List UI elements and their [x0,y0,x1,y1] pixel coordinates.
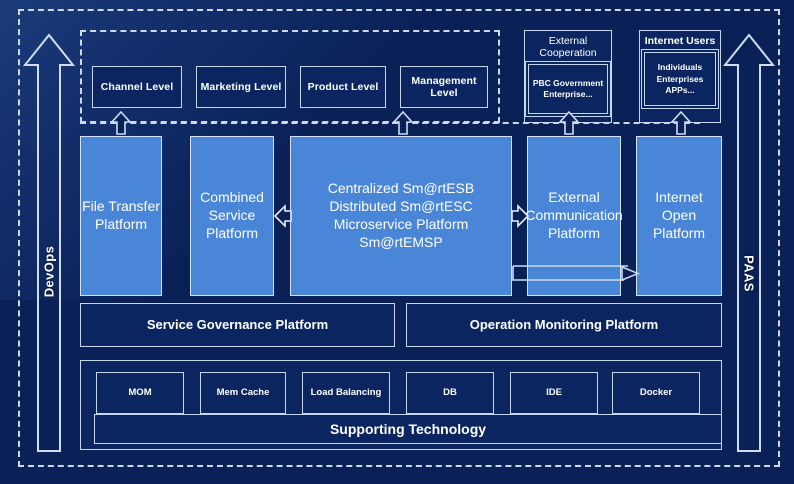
internet-users-inner: Individuals Enterprises APPs... [641,49,719,110]
up-arrow-icon [22,33,76,452]
tech-box-mom[interactable]: MOM [96,372,184,414]
platform-external-communication[interactable]: External Communication Platform [525,136,623,296]
internet-users-inner-label: Individuals Enterprises APPs... [656,62,704,95]
tech-label: IDE [546,386,562,398]
tech-box-mem-cache[interactable]: Mem Cache [200,372,286,414]
tech-label: Load Balancing [310,386,382,398]
flow-up-arrow-icon [110,111,132,135]
flow-right-arrow-icon [511,204,529,228]
supporting-technology-label: Supporting Technology [329,420,487,437]
platform-internet-open[interactable]: Internet Open Platform [636,136,722,296]
level-label: Management Level [411,74,477,99]
tech-label: Mem Cache [216,386,270,398]
external-cooperation-inner: PBC Government Enterprise... [525,61,611,118]
level-box-marketing[interactable]: Marketing Level [196,66,286,108]
platform-label: Internet Open Platform [652,189,706,241]
level-label: Marketing Level [200,80,282,93]
devops-label: DevOps [41,245,57,298]
esb-line-1: Centralized Sm@rtESB [327,180,475,197]
operation-monitoring-platform[interactable]: Operation Monitoring Platform [406,303,722,347]
outer-boundary [18,9,780,467]
tech-label: DB [443,386,457,398]
service-governance-label: Service Governance Platform [146,316,329,332]
external-cooperation-title: External Cooperation [539,35,597,60]
platform-esb[interactable]: Centralized Sm@rtESB Distributed Sm@rtES… [290,136,512,296]
level-box-product[interactable]: Product Level [300,66,386,108]
level-box-management[interactable]: Management Level [400,66,488,108]
level-box-channel[interactable]: Channel Level [92,66,182,108]
platform-label: External Communication Platform [525,189,623,241]
level-label: Channel Level [100,80,174,93]
tech-box-db[interactable]: DB [406,372,494,414]
tech-label: MOM [128,386,152,398]
internet-users-box[interactable]: Internet Users Individuals Enterprises A… [639,30,721,123]
platform-file-transfer[interactable]: File Transfer Platform [80,136,162,296]
external-cooperation-box[interactable]: External Cooperation PBC Government Ente… [524,30,612,123]
paas-label: PAAS [741,255,757,292]
devops-banner: DevOps [22,32,76,454]
flow-left-arrow-icon [274,204,292,228]
flow-up-arrow-icon [558,111,580,135]
internet-users-title: Internet Users [644,35,716,47]
esb-line-3: Microservice Platform Sm@rtEMSP [333,216,469,250]
level-label: Product Level [307,80,379,93]
operation-monitoring-label: Operation Monitoring Platform [469,316,659,332]
platform-label: File Transfer Platform [82,198,160,232]
platform-combined-service[interactable]: Combined Service Platform [190,136,274,296]
tech-box-load-balancing[interactable]: Load Balancing [302,372,390,414]
tech-box-docker[interactable]: Docker [612,372,700,414]
service-governance-platform[interactable]: Service Governance Platform [80,303,395,347]
flow-up-arrow-icon [392,111,414,135]
external-cooperation-inner-label: PBC Government Enterprise... [532,78,604,100]
esb-line-2: Distributed Sm@rtESC [329,198,473,215]
up-arrow-icon [722,33,776,452]
tech-box-ide[interactable]: IDE [510,372,598,414]
supporting-technology-bar[interactable]: Supporting Technology [94,414,722,444]
tech-label: Docker [639,386,673,398]
levels-separator-rule [80,122,700,124]
paas-banner: PAAS [722,32,776,454]
platform-label: Combined Service Platform [200,189,264,241]
esb-to-internet-open-arrow [512,265,640,282]
flow-up-arrow-icon [670,111,692,135]
